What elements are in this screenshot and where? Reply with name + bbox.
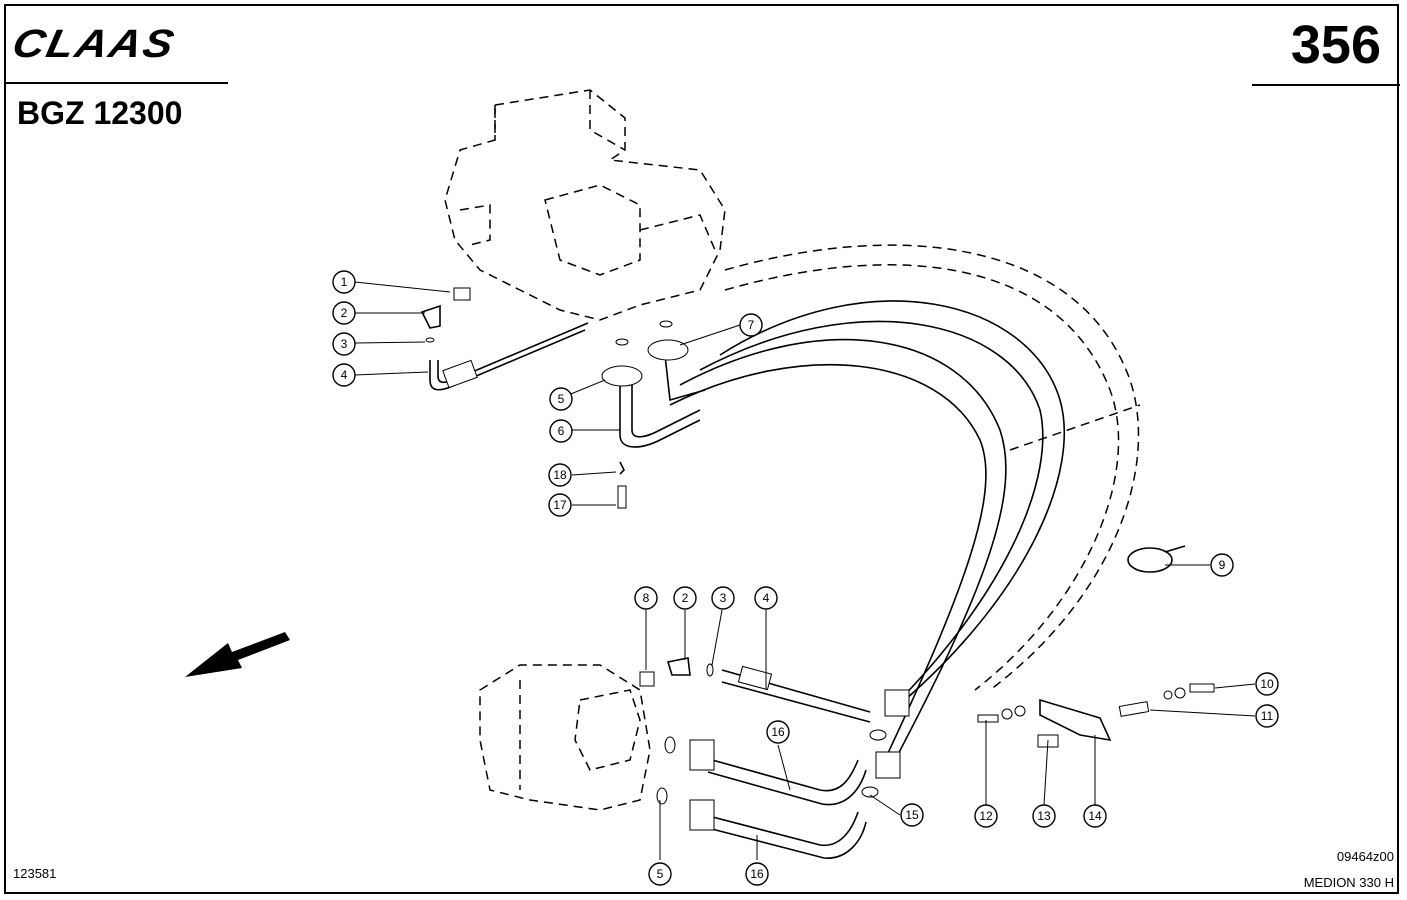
callout-label: 4 [763,591,770,605]
callout-label: 15 [905,808,919,822]
lower-fittings [639,657,910,779]
upper-pump-outline [444,89,726,321]
callout-8: 8 [634,586,658,610]
model-name: MEDION 330 H [1303,875,1394,890]
callout-label: 7 [748,318,755,332]
callout-12: 12 [974,804,998,828]
callout-label: 13 [1037,809,1051,823]
callout-label: 16 [750,867,764,881]
callout-9: 9 [1210,553,1234,577]
hose-arcs [669,244,1141,771]
upper-fittings [420,287,627,509]
callout-label: 18 [553,468,567,482]
callout-label: 12 [979,809,993,823]
callout-label: 16 [771,725,785,739]
callout-6: 6 [549,419,573,443]
lower-valve-outline [479,664,651,811]
page-number: 356 [1290,15,1381,75]
callout-11: 11 [1255,704,1279,728]
callout-4: 4 [332,363,356,387]
drawing-number: 123581 [13,866,57,881]
callout-7: 7 [739,313,763,337]
flange-pipes [601,320,706,448]
image-reference: 09464z00 [1336,849,1394,864]
hose-clamp [1127,545,1186,573]
callout-18: 18 [548,463,572,487]
callout-17: 17 [548,493,572,517]
callout-13: 13 [1032,804,1056,828]
callout-16-upper: 16 [766,720,790,744]
callout-3-lower: 3 [711,586,735,610]
callout-2-lower: 2 [673,586,697,610]
callout-label: 9 [1219,558,1226,572]
callout-10: 10 [1255,672,1279,696]
callout-15: 15 [900,803,924,827]
bracket-parts [977,683,1215,748]
callout-label: 5 [558,392,565,406]
callout-label: 2 [341,306,348,320]
callout-label: 8 [643,591,650,605]
callout-label: 3 [720,591,727,605]
callout-2: 2 [332,301,356,325]
leader-lines [354,281,1256,860]
header-rule-left [6,82,228,84]
callout-label: 2 [682,591,689,605]
callout-label: 4 [341,368,348,382]
model-code: BGZ 12300 [17,95,183,131]
callout-label: 10 [1260,677,1274,691]
callout-label: 14 [1088,809,1102,823]
lower-pipes [656,729,887,859]
upper-hose-4 [429,322,589,391]
callout-label: 17 [553,498,567,512]
callout-label: 5 [657,867,664,881]
callout-3: 3 [332,332,356,356]
direction-arrow [185,632,290,677]
callout-14: 14 [1083,804,1107,828]
callout-5: 5 [549,387,573,411]
callout-label: 1 [341,275,348,289]
callout-1: 1 [332,270,356,294]
callout-label: 6 [558,424,565,438]
callout-4-lower: 4 [754,586,778,610]
callout-5-lower: 5 [648,862,672,886]
callout-label: 3 [341,337,348,351]
callout-label: 11 [1261,709,1274,723]
page-frame [4,4,1399,894]
callout-16-lower: 16 [745,862,769,886]
header-rule-right [1252,84,1400,86]
